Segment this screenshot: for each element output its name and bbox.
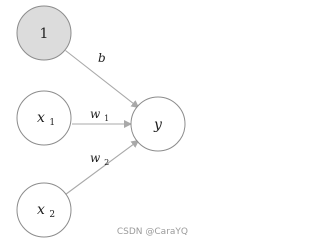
edge-bias-to-y <box>65 50 140 109</box>
edge-label-w2-sub: 2 <box>104 158 109 167</box>
edge-label-w2-main: w <box>90 151 101 165</box>
edge-label-w1: w 1 <box>90 107 109 123</box>
output-node-y-label: y <box>153 117 163 133</box>
perceptron-diagram: b w 1 w 2 1 x 1 x 2 y <box>16 5 186 238</box>
bias-node-label: 1 <box>40 26 49 42</box>
edge-x2-to-y <box>65 139 140 195</box>
input-node-x1-label: x 1 <box>37 110 55 128</box>
output-node-y <box>130 96 186 152</box>
edge-label-b: b <box>98 51 106 65</box>
input-node-x1 <box>16 90 72 146</box>
bias-node <box>16 5 72 61</box>
input-node-x2-sub: 2 <box>49 210 55 220</box>
edge-label-w2: w 2 <box>90 151 109 167</box>
input-node-x2-label: x 2 <box>37 202 55 220</box>
watermark-text: CSDN @CaraYQ <box>116 227 188 237</box>
input-node-x1-sub: 1 <box>49 118 55 128</box>
input-node-x2-main: x <box>37 202 45 218</box>
edge-label-w1-main: w <box>90 107 101 121</box>
input-node-x1-main: x <box>37 110 45 126</box>
input-node-x2 <box>16 182 72 238</box>
edge-label-w1-sub: 1 <box>104 114 109 123</box>
